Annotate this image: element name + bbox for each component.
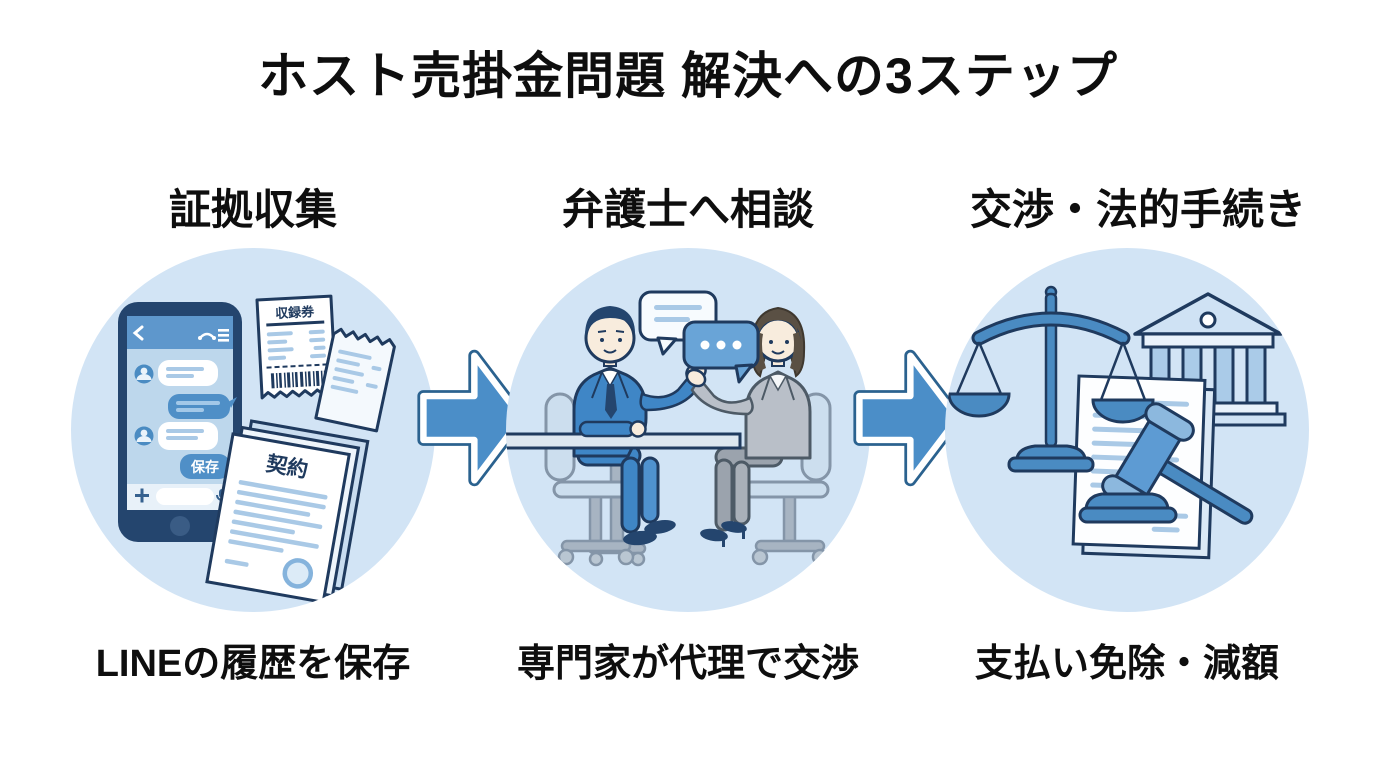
client-hair-fringe: [758, 312, 798, 336]
receipt-document: 収録券: [255, 294, 338, 400]
lawyer-hair: [584, 306, 636, 338]
back-chevron-icon: [132, 325, 144, 341]
speech-bubble-filled: [682, 320, 760, 384]
contract-document: 契約: [205, 419, 370, 604]
contract-seal: [282, 558, 314, 589]
step1-heading: 証拠収集: [168, 186, 337, 233]
save-bubble-label: 保存: [190, 459, 219, 475]
lawyer-arm-on-table: [578, 420, 647, 438]
phone-call-icon: [198, 332, 216, 340]
plus-icon: [135, 488, 149, 503]
step3-heading: 交渉・法的手続き: [969, 186, 1306, 233]
arrow-right-icon: [417, 349, 528, 487]
step1-illustration: 保存: [71, 248, 435, 612]
home-button: [170, 516, 190, 536]
smartphone-line-chat: 保存: [118, 302, 242, 542]
scale-left-pan: [947, 341, 1011, 418]
receipt-document-2: [314, 327, 396, 433]
scales-of-justice-icon: [947, 285, 1155, 473]
receipt-title: 収録券: [275, 304, 316, 321]
chat-input-bar: [127, 484, 233, 510]
gavel-sound-block: [1078, 492, 1178, 524]
chat-message-left-2: [134, 422, 218, 450]
arrow-right-icon: [853, 349, 964, 487]
menu-icon: [218, 329, 229, 342]
chat-message-right-1: [168, 394, 237, 419]
step3-illustration: [945, 248, 1309, 612]
message-input-field: [156, 488, 214, 505]
step2-illustration: [506, 248, 870, 612]
chat-header: [127, 316, 233, 349]
chat-message-left-1: [134, 360, 218, 386]
step1-caption: LINEの履歴を保存: [95, 643, 411, 685]
page-title: ホスト売掛金問題 解決への3ステップ: [258, 48, 1118, 104]
step3-caption: 支払い免除・減額: [974, 643, 1279, 685]
step2-caption: 専門家が代理で交渉: [516, 643, 859, 685]
step2-heading: 弁護士へ相談: [561, 186, 814, 233]
client-figure: [685, 306, 812, 547]
